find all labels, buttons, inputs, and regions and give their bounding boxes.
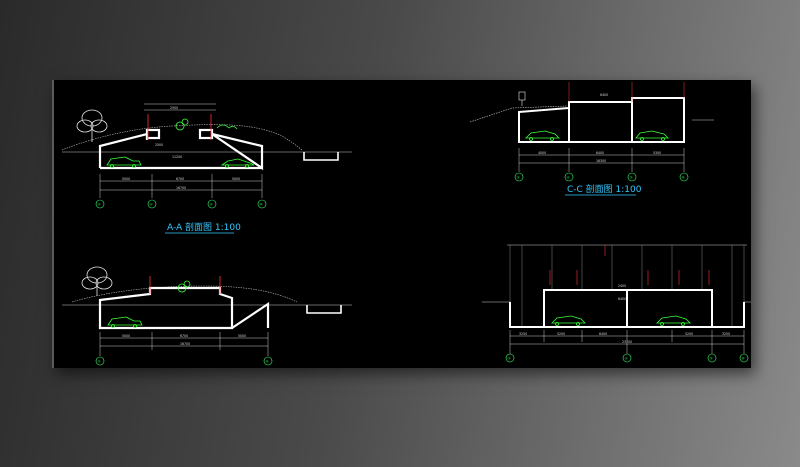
dim-bottom-1: 5200: [557, 332, 565, 336]
tunnel-structure: [509, 289, 745, 328]
grid-label-4: ④: [260, 203, 263, 207]
dim-lines-bottom: [518, 148, 685, 172]
tunnel-structure: [98, 128, 264, 171]
section-title-c-c: C-C 剖面图 1:100: [567, 183, 642, 195]
earth-mound: [61, 124, 303, 151]
dim-lines-top: [144, 103, 216, 111]
dim-top-1: 6400: [618, 297, 626, 301]
dim-total: 16300: [596, 159, 606, 163]
tunnel-structure: [98, 286, 270, 330]
dim-bottom-0: 3250: [519, 332, 527, 336]
grid-label-1: ①: [98, 203, 101, 207]
tunnel-structure: [518, 97, 685, 143]
dim-lines-bottom: [99, 174, 263, 198]
grid-label-2: ②: [625, 357, 628, 361]
drainage-pit: [306, 305, 342, 314]
grid-label-2: ②: [567, 176, 570, 180]
person-icon: [518, 91, 526, 106]
grid-label-4: ④: [682, 176, 685, 180]
dim-bottom-2: 5300: [653, 151, 661, 155]
grid-label-1: ①: [517, 176, 520, 180]
drainage-pit: [303, 152, 339, 161]
dim-bottom-1: 6400: [596, 151, 604, 155]
car-icon: [106, 156, 255, 168]
dim-bottom-2: 5000: [232, 177, 240, 181]
dim-top-0: 2400: [618, 284, 626, 288]
section-drawings: 2500 2500 11200 5000 6700 5000 16700 ①: [61, 82, 751, 366]
cad-drawing-canvas: 2500 2500 11200 5000 6700 5000 16700 ①: [52, 80, 751, 368]
grid-label-3: ③: [630, 176, 633, 180]
grid-label-4: ④: [742, 357, 745, 361]
section-marks: [147, 114, 212, 140]
dim-bottom-1: 6700: [176, 177, 184, 181]
grid-bubbles: [95, 356, 273, 366]
dim-bottom-1: 6700: [180, 334, 188, 338]
section-d-d: 2400 6400 3250 5200 6400 5200 3250 23700: [482, 244, 751, 363]
dim-top-2: 11200: [172, 155, 182, 159]
dim-total: 16700: [180, 342, 190, 346]
section-a-a: 2500 2500 11200 5000 6700 5000 16700 ①: [61, 103, 352, 234]
dim-top-1: 2500: [155, 143, 163, 147]
dim-bottom-0: 5000: [122, 177, 130, 181]
plant-icon: [175, 118, 238, 131]
dim-total: 23700: [622, 340, 632, 344]
dim-bottom-4: 3250: [722, 332, 730, 336]
grid-bubbles: [505, 353, 749, 363]
car-icon: [551, 315, 691, 326]
dim-bottom-2: 5000: [238, 334, 246, 338]
grid-label-3: ③: [710, 357, 713, 361]
grid-bubbles: [95, 199, 267, 209]
grid-label-2: ②: [150, 203, 153, 207]
dim-total: 16700: [176, 186, 186, 190]
tree-icon: [76, 109, 108, 142]
dim-bottom-2: 6400: [599, 332, 607, 336]
section-title-a-a: A-A 剖面图 1:100: [167, 221, 241, 233]
dim-top-0: 6400: [600, 93, 608, 97]
canvas-left-edge: [52, 80, 54, 368]
tree-icon: [81, 266, 113, 296]
dim-top-0: 2500: [170, 106, 178, 110]
grid-label-4: ④: [266, 360, 269, 364]
grid-bubbles: [514, 172, 689, 182]
grid-label-3: ③: [210, 203, 213, 207]
dim-bottom-0: 4000: [538, 151, 546, 155]
grid-label-1: ①: [98, 360, 101, 364]
section-b-b: 5000 6700 5000 16700 ① ④: [62, 266, 352, 366]
car-icon: [525, 130, 669, 141]
dim-bottom-0: 5000: [122, 334, 130, 338]
section-c-c: 6400 4000 6400 5300 16300 ① ② ③ ④ C-C 剖: [469, 82, 714, 196]
grid-label-1: ①: [508, 357, 511, 361]
plant-icon: [177, 280, 191, 293]
dim-bottom-3: 5200: [685, 332, 693, 336]
car-icon: [107, 316, 143, 328]
